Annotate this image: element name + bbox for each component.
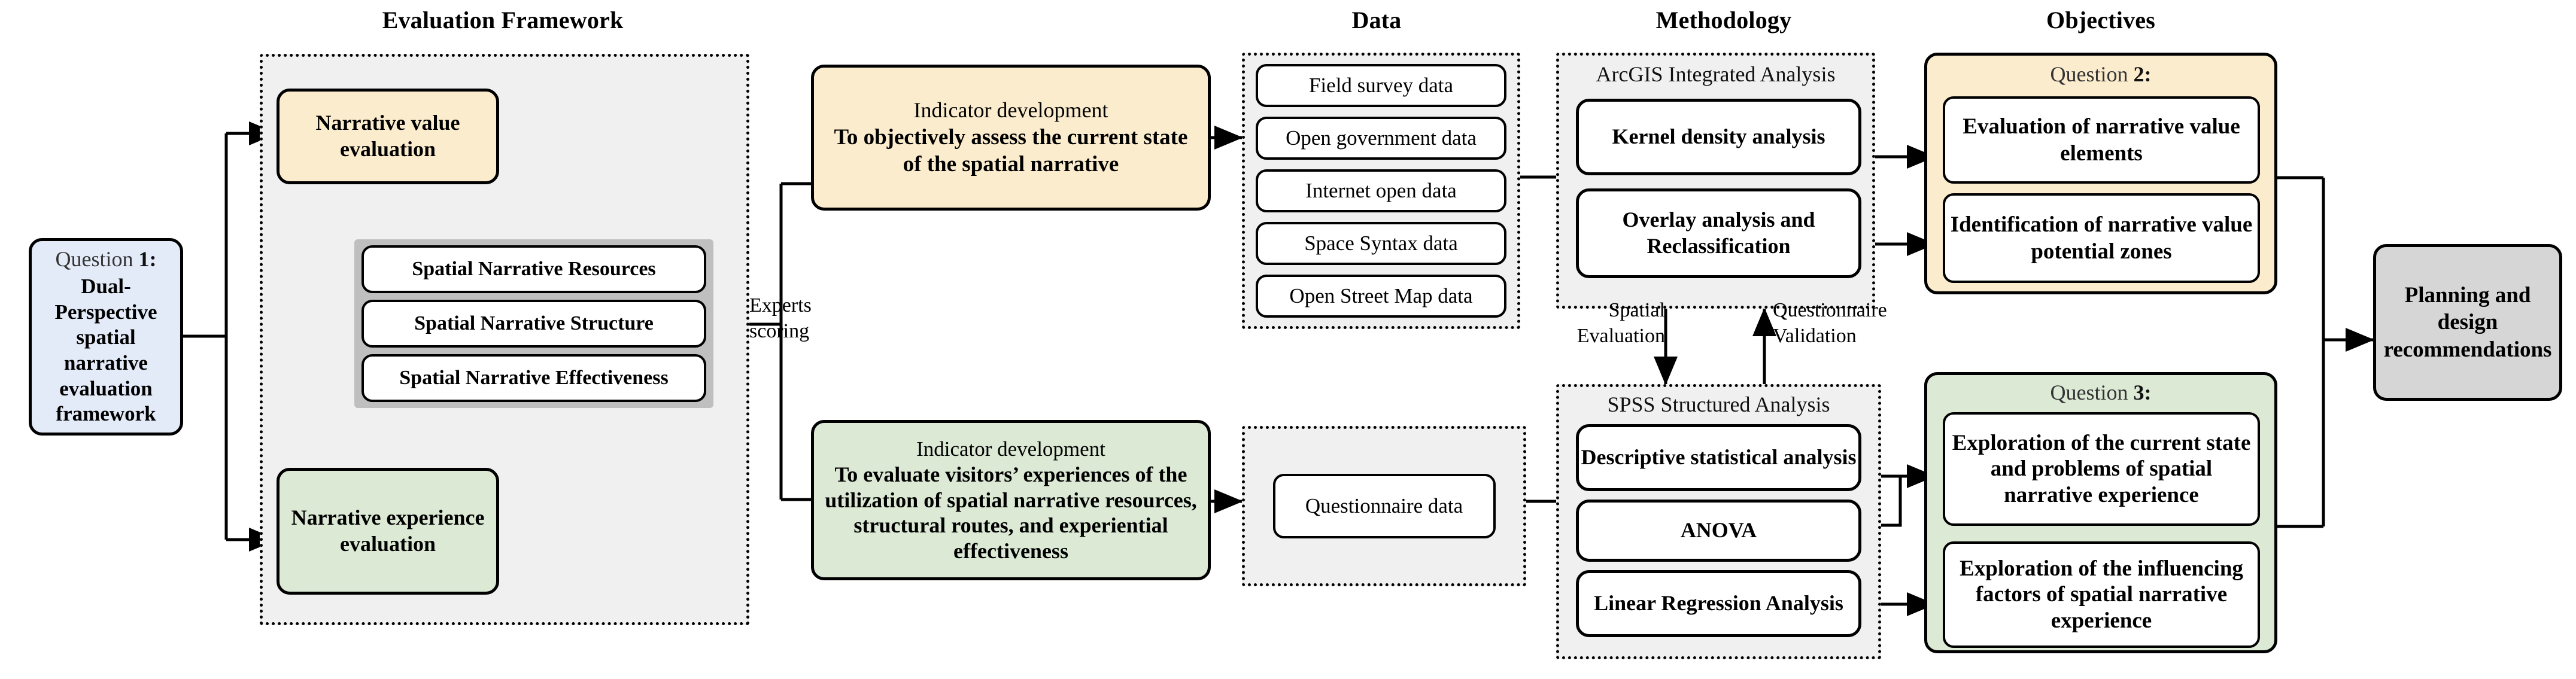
planning-recommendations-box[interactable]: Planning and design recommendations xyxy=(2373,244,2562,401)
question1-body: Dual-Perspective spatial narrative evalu… xyxy=(54,274,157,426)
method-item[interactable]: ANOVA xyxy=(1576,500,1861,562)
narrative-experience-evaluation-box[interactable]: Narrative experience evaluation xyxy=(277,468,499,595)
question2-label: Question 2: xyxy=(2050,62,2152,86)
question2-box[interactable]: Question 2: Evaluation of narrative valu… xyxy=(1924,53,2277,294)
data-item[interactable]: Field survey data xyxy=(1256,64,1506,107)
indicator-development-top-box[interactable]: Indicator development To objectively ass… xyxy=(811,65,1211,211)
methodology-arcgis-panel: ArcGIS Integrated Analysis Kernel densit… xyxy=(1556,53,1875,309)
spss-group-title: SPSS Structured Analysis xyxy=(1607,392,1830,416)
data-item-label: Open government data xyxy=(1286,126,1477,150)
methodology-spss-panel: SPSS Structured Analysis Descriptive sta… xyxy=(1556,384,1881,659)
data-item-label: Internet open data xyxy=(1305,178,1457,202)
indicator-bottom-body: To evaluate visitors’ experiences of the… xyxy=(825,462,1197,563)
objective-item-label: Identification of narrative value potent… xyxy=(1950,212,2253,264)
questionnaire-data-panel: Questionnaire data xyxy=(1242,426,1526,586)
data-item-label: Open Street Map data xyxy=(1289,284,1473,307)
dimension-item[interactable]: Spatial Narrative Structure xyxy=(362,300,706,348)
heading-methodology: Methodology xyxy=(1655,7,1792,34)
data-item-label: Space Syntax data xyxy=(1304,231,1458,255)
questionnaire-validation-label: Questionnaire Validation xyxy=(1773,299,1887,347)
data-item-label: Field survey data xyxy=(1308,73,1454,97)
method-item-label: Overlay analysis and Reclassification xyxy=(1622,208,1815,258)
indicator-development-bottom-box[interactable]: Indicator development To evaluate visito… xyxy=(811,420,1211,580)
experts-scoring-label: Experts scoring xyxy=(749,294,812,342)
dimension-label: Spatial Narrative Effectiveness xyxy=(399,367,669,389)
objective-item-label: Exploration of the current state and pro… xyxy=(1952,430,2251,507)
objective-item[interactable]: Exploration of the current state and pro… xyxy=(1943,412,2260,526)
questionnaire-data-item[interactable]: Questionnaire data xyxy=(1272,474,1496,538)
spatial-evaluation-label: Spatial Evaluation xyxy=(1576,299,1665,347)
narrative-value-evaluation-box[interactable]: Narrative value evaluation xyxy=(277,89,499,184)
data-panel: Field survey data Open government data I… xyxy=(1242,53,1520,329)
method-item-label: Kernel density analysis xyxy=(1612,124,1825,149)
method-item-label: Linear Regression Analysis xyxy=(1594,591,1843,616)
objective-item[interactable]: Identification of narrative value potent… xyxy=(1943,193,2260,283)
indicator-top-title: Indicator development xyxy=(913,98,1108,122)
question1-label: Question 1: xyxy=(55,246,157,271)
method-item[interactable]: Linear Regression Analysis xyxy=(1576,570,1861,637)
objective-item[interactable]: Exploration of the influencing factors o… xyxy=(1943,541,2260,648)
narrative-dimensions-group: Spatial Narrative Resources Spatial Narr… xyxy=(354,239,713,408)
indicator-bottom-title: Indicator development xyxy=(916,437,1105,461)
indicator-top-body: To objectively assess the current state … xyxy=(834,124,1188,176)
method-item-label: Descriptive statistical analysis xyxy=(1581,445,1857,470)
data-item[interactable]: Internet open data xyxy=(1256,169,1506,212)
objective-item[interactable]: Evaluation of narrative value elements xyxy=(1943,96,2260,184)
planning-recommendations-label: Planning and design recommendations xyxy=(2383,283,2552,362)
question1-box[interactable]: Question 1: Dual-Perspective spatial nar… xyxy=(29,238,183,436)
method-item[interactable]: Kernel density analysis xyxy=(1576,99,1861,175)
objective-item-label: Exploration of the influencing factors o… xyxy=(1960,556,2243,633)
dimension-item[interactable]: Spatial Narrative Resources xyxy=(362,245,706,293)
method-item[interactable]: Overlay analysis and Reclassification xyxy=(1576,188,1861,278)
questionnaire-data-label: Questionnaire data xyxy=(1305,494,1463,517)
heading-evaluation-framework: Evaluation Framework xyxy=(382,7,624,34)
dimension-item[interactable]: Spatial Narrative Effectiveness xyxy=(362,354,706,402)
dimension-label: Spatial Narrative Resources xyxy=(412,258,656,281)
method-item-label: ANOVA xyxy=(1680,518,1757,543)
narrative-experience-evaluation-label: Narrative experience evaluation xyxy=(291,506,485,556)
method-item[interactable]: Descriptive statistical analysis xyxy=(1576,424,1861,491)
data-item[interactable]: Open Street Map data xyxy=(1256,275,1506,318)
heading-data: Data xyxy=(1351,7,1402,34)
data-item[interactable]: Space Syntax data xyxy=(1256,222,1506,265)
question3-box[interactable]: Question 3: Exploration of the current s… xyxy=(1924,372,2277,653)
arcgis-group-title: ArcGIS Integrated Analysis xyxy=(1596,62,1836,86)
narrative-value-evaluation-label: Narrative value evaluation xyxy=(315,111,460,161)
question3-label: Question 3: xyxy=(2050,380,2152,404)
objective-item-label: Evaluation of narrative value elements xyxy=(1963,114,2240,166)
heading-objectives: Objectives xyxy=(2046,7,2155,34)
data-item[interactable]: Open government data xyxy=(1256,117,1506,160)
dimension-label: Spatial Narrative Structure xyxy=(414,312,654,335)
